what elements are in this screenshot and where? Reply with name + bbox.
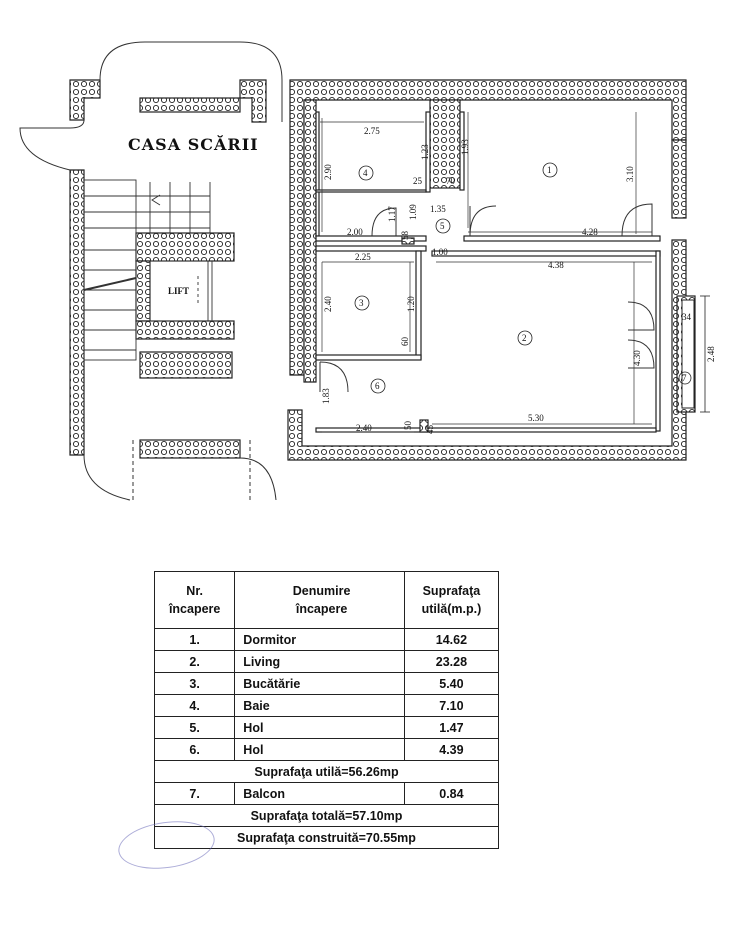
dim-label: 1.35 bbox=[430, 204, 446, 214]
dim-label: 1.23 bbox=[420, 144, 430, 160]
cell-name: Hol bbox=[234, 716, 405, 739]
dim-label: 4.28 bbox=[582, 227, 598, 237]
header-nr: Nr.încapere bbox=[153, 571, 236, 629]
lift-shaft bbox=[149, 260, 213, 322]
cell-name: Living bbox=[234, 650, 405, 673]
subtotal-row: Suprafaţa utilă=56.26mp bbox=[154, 760, 499, 783]
table-row: 7. Balcon 0.84 bbox=[153, 782, 500, 805]
dimension-lines bbox=[320, 112, 652, 433]
interior-walls bbox=[315, 111, 661, 433]
dim-label: 5.30 bbox=[528, 413, 544, 423]
cell-area: 7.10 bbox=[403, 694, 500, 717]
table-row: 6. Hol 4.39 bbox=[153, 738, 500, 761]
stair-entrance-arcs bbox=[19, 41, 283, 501]
dim-label: 60 bbox=[400, 337, 410, 347]
cell-name: Baie bbox=[234, 694, 405, 717]
cell-nr: 2. bbox=[153, 650, 236, 673]
dim-label: 2.40 bbox=[356, 423, 372, 433]
dim-label: 58 bbox=[400, 231, 410, 241]
dim-label: 1.09 bbox=[408, 204, 418, 220]
table-row: 3. Bucătărie 5.40 bbox=[153, 672, 500, 695]
cell-name: Dormitor bbox=[234, 628, 405, 651]
dim-label: 45 bbox=[425, 425, 435, 435]
total-area: Suprafaţa totală=57.10mp bbox=[154, 804, 499, 827]
cell-area: 0.84 bbox=[403, 782, 500, 805]
dim-label: 4.30 bbox=[632, 350, 642, 366]
stair-core-walls bbox=[69, 79, 267, 459]
dim-label: 70 bbox=[446, 176, 456, 186]
room-7-marker: 7 bbox=[682, 373, 687, 383]
dim-label: 2.00 bbox=[347, 227, 363, 237]
lift-label: LIFT bbox=[168, 286, 189, 296]
room-3-marker: 3 bbox=[359, 298, 364, 308]
cell-nr: 4. bbox=[153, 694, 236, 717]
apartment-outer-walls bbox=[287, 79, 687, 461]
staircase bbox=[83, 179, 211, 361]
dim-label: 1.83 bbox=[321, 388, 331, 404]
built-area: Suprafaţa construită=70.55mp bbox=[154, 826, 499, 849]
dim-label: 4.38 bbox=[548, 260, 564, 270]
dim-label: 2.25 bbox=[355, 252, 371, 262]
room-5-marker: 5 bbox=[440, 221, 445, 231]
room-2-marker: 2 bbox=[522, 333, 527, 343]
room-4-marker: 4 bbox=[363, 168, 368, 178]
total-row: Suprafaţa totală=57.10mp bbox=[154, 804, 499, 827]
floor-plan: CASA SCĂRII LIFT 1 2 3 4 5 6 7 2.75 1.23… bbox=[19, 41, 716, 501]
cell-area: 1.47 bbox=[403, 716, 500, 739]
cell-area: 23.28 bbox=[403, 650, 500, 673]
dim-label: 1.20 bbox=[406, 296, 416, 312]
dim-label: 50 bbox=[403, 421, 413, 431]
cell-area: 5.40 bbox=[403, 672, 500, 695]
usable-area-total: Suprafaţa utilă=56.26mp bbox=[154, 760, 499, 783]
table-row: 5. Hol 1.47 bbox=[153, 716, 500, 739]
dim-label: 34 bbox=[682, 312, 692, 322]
cell-nr: 3. bbox=[153, 672, 236, 695]
cell-area: 14.62 bbox=[403, 628, 500, 651]
dim-label: 2.40 bbox=[323, 296, 333, 312]
table-row: 4. Baie 7.10 bbox=[153, 694, 500, 717]
stair-hall-title: CASA SCĂRII bbox=[128, 134, 259, 154]
cell-name: Hol bbox=[234, 738, 405, 761]
cell-nr: 1. bbox=[153, 628, 236, 651]
dim-label: 2.90 bbox=[323, 164, 333, 180]
room-1-marker: 1 bbox=[547, 165, 552, 175]
door-swings bbox=[319, 203, 655, 393]
cell-nr: 6. bbox=[153, 738, 236, 761]
dim-label: 2.48 bbox=[706, 346, 716, 362]
cell-name: Bucătărie bbox=[234, 672, 405, 695]
room-6-marker: 6 bbox=[375, 381, 380, 391]
dim-label: 1.00 bbox=[432, 247, 448, 257]
cell-name: Balcon bbox=[234, 782, 405, 805]
table-row: 2. Living 23.28 bbox=[153, 650, 500, 673]
built-row: Suprafaţa construită=70.55mp bbox=[154, 826, 499, 849]
dim-label: 3.10 bbox=[625, 166, 635, 182]
table-row: 1. Dormitor 14.62 bbox=[153, 628, 500, 651]
dim-label: 25 bbox=[413, 176, 423, 186]
dimension-labels: 2.75 1.23 1.93 2.90 25 70 3.10 1.17 1.09… bbox=[321, 126, 716, 434]
room-markers: 1 2 3 4 5 6 7 bbox=[354, 162, 692, 394]
cell-nr: 5. bbox=[153, 716, 236, 739]
cell-nr: 7. bbox=[153, 782, 236, 805]
cell-area: 4.39 bbox=[403, 738, 500, 761]
dim-label: 1.17 bbox=[387, 206, 397, 222]
dim-label: 2.75 bbox=[364, 126, 380, 136]
dim-label: 1.93 bbox=[460, 139, 470, 155]
